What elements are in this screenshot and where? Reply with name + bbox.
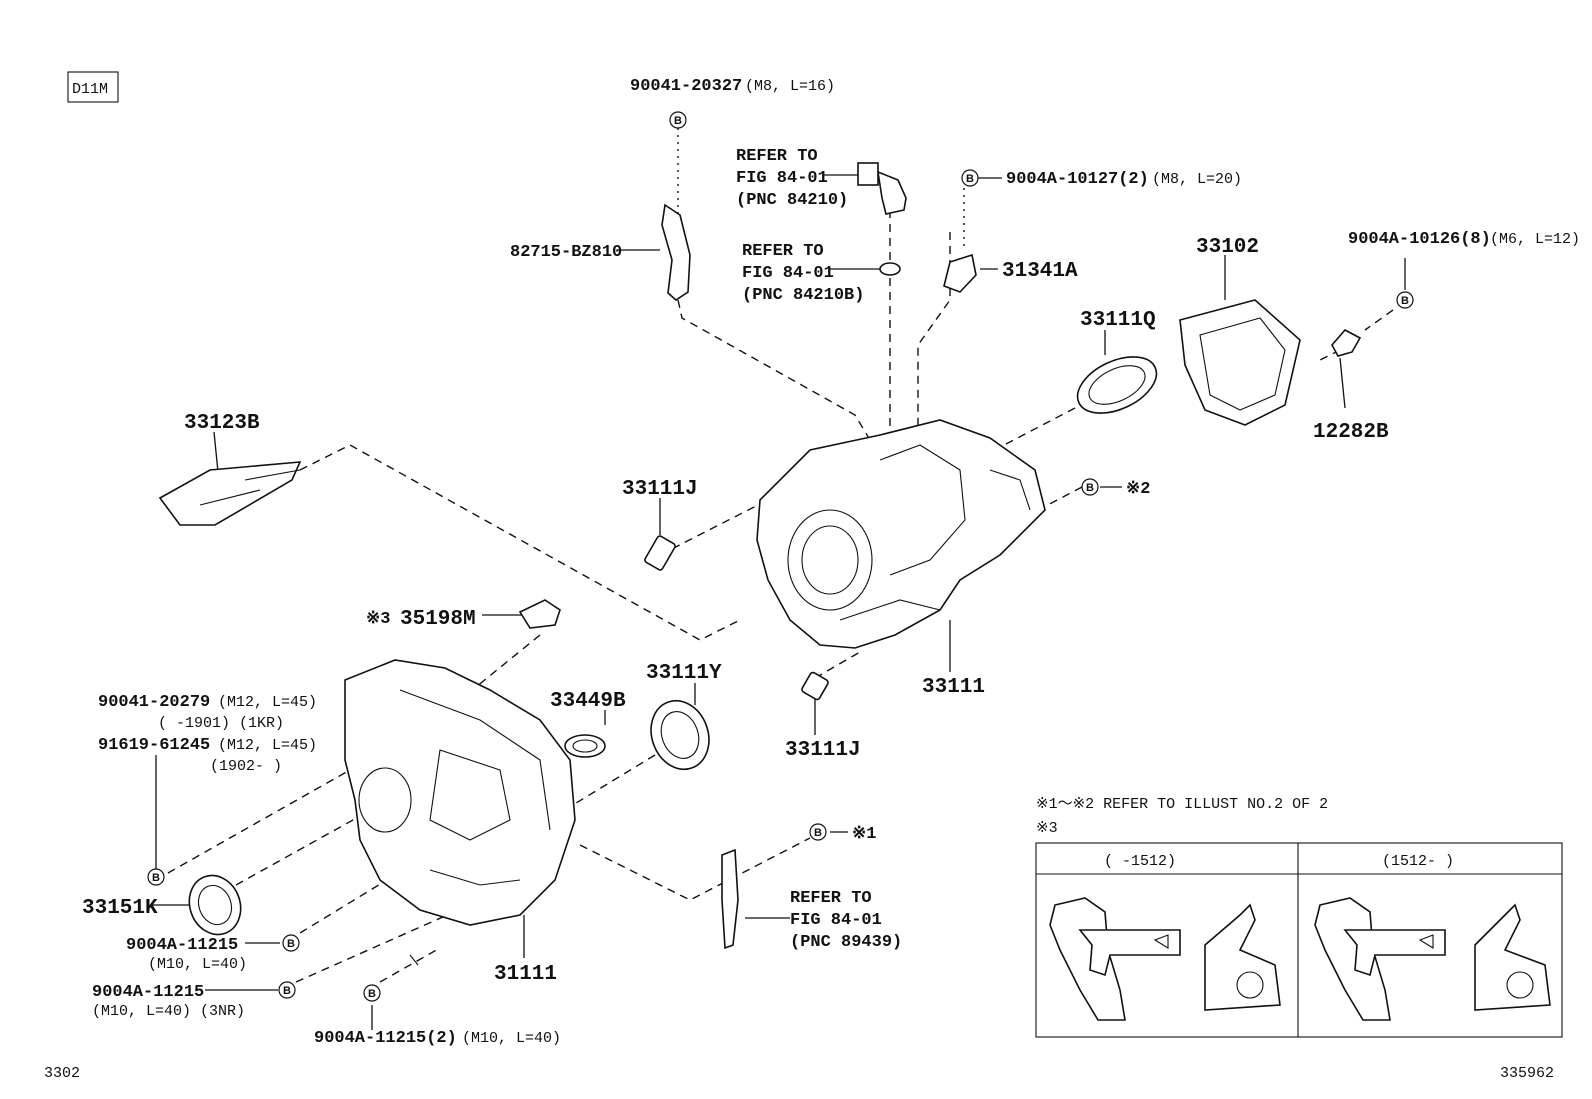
label-12282b: 12282B	[1313, 421, 1389, 444]
label-9004a-11215-c: 9004A-11215(2)	[314, 1029, 457, 1048]
clip-variant-old-icon	[1049, 897, 1281, 1021]
spec-9004a-11215-a: (M10, L=40)	[148, 956, 247, 973]
label-33151k: 33151K	[82, 897, 158, 920]
footer-right-code: 335962	[1500, 1065, 1554, 1082]
label-35198m: 35198M	[400, 608, 476, 631]
range-91619-61245: (1902- )	[210, 758, 282, 775]
label-33449b: 33449B	[550, 690, 626, 713]
bolt-marker-icon: B	[363, 984, 381, 1002]
clip-35198m-icon	[518, 599, 561, 629]
refer-84210b-line1: REFER TO	[742, 242, 824, 261]
bolt-marker-icon: B	[1081, 478, 1099, 496]
notes-table	[1035, 842, 1563, 1038]
spec-91619-61245: (M12, L=45)	[218, 737, 317, 754]
bracket-31341a-icon	[943, 253, 977, 293]
label-33111j-top: 33111J	[622, 478, 698, 501]
note2-marker: ※2	[1126, 480, 1150, 499]
svg-text:B: B	[1086, 482, 1094, 494]
case-cover-33102-icon	[1179, 299, 1301, 426]
spec-9004a-11215-c: (M10, L=40)	[462, 1030, 561, 1047]
svg-text:B: B	[287, 938, 295, 950]
label-82715-bz810: 82715-BZ810	[510, 243, 622, 262]
spec-9004a-11215-b: (M10, L=40) (3NR)	[92, 1003, 245, 1020]
footer-left-code: 3302	[44, 1065, 80, 1082]
spec-9004a-10127: (M8, L=20)	[1152, 171, 1242, 188]
part-labels: 90041-20327 (M8, L=16) REFER TO FIG 84-0…	[82, 77, 1580, 1048]
notes-col2-header: (1512- )	[1382, 853, 1454, 870]
oil-seal-33449b-icon	[564, 734, 606, 758]
refer-89439-line2: FIG 84-01	[790, 911, 882, 930]
o-ring-icon	[879, 262, 901, 276]
diagram-code: D11M	[72, 81, 108, 98]
refer-89439-line3: (PNC 89439)	[790, 933, 902, 952]
refer-84210b-line3: (PNC 84210B)	[742, 286, 864, 305]
pin-33111j-icon	[644, 535, 676, 571]
oil-seal-33111y-icon	[650, 699, 710, 771]
spec-90041-20279: (M12, L=45)	[218, 694, 317, 711]
notes-panel: ※1～※2 REFER TO ILLUST NO.2 OF 2 ※3 ( -15…	[1035, 796, 1563, 1038]
notes-line1: ※1～※2 REFER TO ILLUST NO.2 OF 2	[1036, 796, 1328, 813]
label-90041-20327: 90041-20327	[630, 77, 742, 96]
diagram-code-box	[67, 71, 119, 103]
label-31341a: 31341A	[1002, 260, 1078, 283]
svg-text:B: B	[1401, 295, 1409, 307]
refer-89439-line1: REFER TO	[790, 889, 872, 908]
note3-marker: ※3	[366, 610, 390, 629]
spec-90041-20327: (M8, L=16)	[745, 78, 835, 95]
label-9004a-11215-a: 9004A-11215	[126, 936, 238, 955]
transmission-housing-31111-icon	[344, 659, 576, 926]
bolt-marker-icon: B	[282, 934, 300, 952]
refer-84210-line2: FIG 84-01	[736, 169, 828, 188]
notes-col1-header: ( -1512)	[1104, 853, 1176, 870]
svg-text:B: B	[814, 827, 822, 839]
bolt-marker-icon: B	[1396, 291, 1414, 309]
svg-text:B: B	[368, 988, 376, 1000]
svg-text:B: B	[966, 173, 974, 185]
note1-marker: ※1	[852, 825, 876, 844]
svg-text:B: B	[283, 985, 291, 997]
hook-12282b-icon	[1331, 328, 1362, 357]
bolt-markers: B B B B B B B B B	[147, 111, 1414, 1002]
label-33111q: 33111Q	[1080, 309, 1156, 332]
label-31111: 31111	[494, 963, 557, 986]
bracket-82715-icon	[661, 203, 691, 302]
oil-seal-33111q-icon	[1076, 356, 1158, 414]
plate-33123b-icon	[158, 461, 302, 526]
transmission-case-33111-icon	[756, 419, 1046, 649]
svg-text:B: B	[152, 872, 160, 884]
label-33111j-bottom: 33111J	[785, 739, 861, 762]
sensor-connector-icon	[857, 162, 907, 215]
pin-33111j-icon	[801, 671, 829, 701]
notes-line2: ※3	[1036, 820, 1058, 837]
label-90041-20279: 90041-20279	[98, 693, 210, 712]
bolt-marker-icon: B	[147, 868, 165, 886]
label-33111: 33111	[922, 676, 985, 699]
bolt-marker-icon: B	[809, 823, 827, 841]
label-9004a-10126: 9004A-10126(8)	[1348, 230, 1491, 249]
refer-84210-line1: REFER TO	[736, 147, 818, 166]
refer-84210-line3: (PNC 84210)	[736, 191, 848, 210]
svg-text:B: B	[674, 115, 682, 127]
bolt-marker-icon: B	[278, 981, 296, 999]
oil-seal-33151k-icon	[188, 874, 242, 936]
spec-9004a-10126: (M6, L=12)	[1490, 231, 1580, 248]
range-90041-20279: ( -1901) (1KR)	[158, 715, 284, 732]
bracket-89439-icon	[721, 848, 739, 950]
label-91619-61245: 91619-61245	[98, 736, 210, 755]
label-33123b: 33123B	[184, 412, 260, 435]
label-9004a-11215-b: 9004A-11215	[92, 983, 204, 1002]
clip-variant-new-icon	[1314, 897, 1551, 1021]
bolt-marker-icon: B	[961, 169, 979, 187]
label-33111y: 33111Y	[646, 662, 722, 685]
label-9004a-10127: 9004A-10127(2)	[1006, 170, 1149, 189]
bolt-marker-icon: B	[669, 111, 687, 129]
label-33102: 33102	[1196, 236, 1259, 259]
refer-84210b-line2: FIG 84-01	[742, 264, 834, 283]
